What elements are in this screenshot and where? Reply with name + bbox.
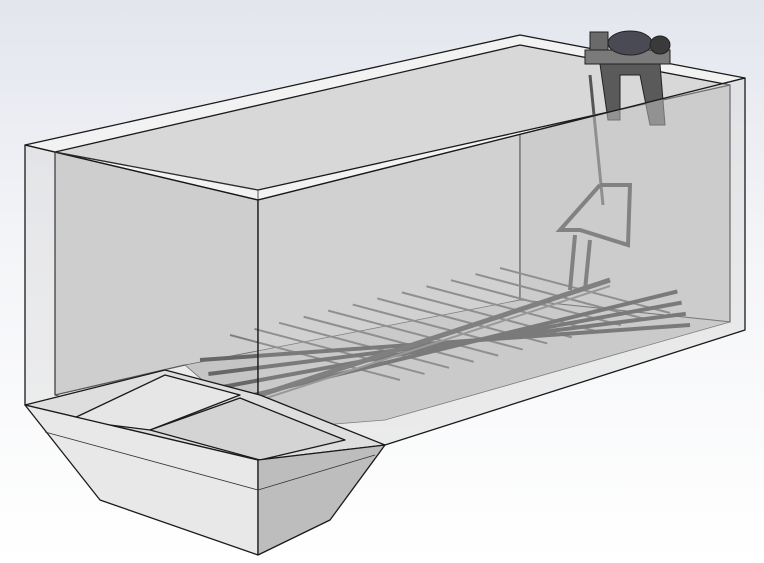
hopper-left-cell bbox=[69, 374, 241, 431]
lift-frame bbox=[555, 183, 633, 291]
hopper-side bbox=[257, 444, 386, 556]
cross-bar bbox=[327, 309, 499, 357]
cross-bar bbox=[278, 321, 450, 369]
scraper-beam-lower bbox=[244, 285, 611, 406]
hopper-right-cell bbox=[149, 397, 346, 461]
hopper-edge bbox=[44, 431, 259, 491]
hopper-edge bbox=[257, 454, 376, 491]
scraper-beam bbox=[244, 277, 611, 403]
cross-bar bbox=[303, 315, 474, 363]
cross-bar bbox=[352, 303, 523, 351]
